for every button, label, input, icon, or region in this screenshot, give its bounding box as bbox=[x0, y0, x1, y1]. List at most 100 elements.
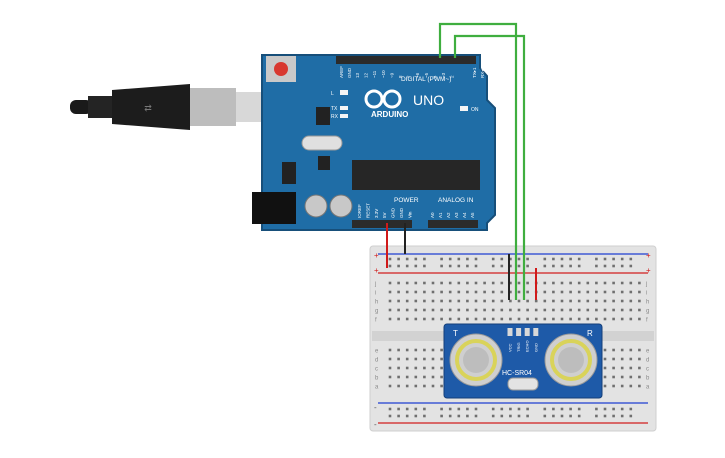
terminal-hole bbox=[414, 317, 418, 321]
rail-hole bbox=[620, 257, 624, 261]
digital-pin-label: ~3 bbox=[441, 72, 446, 78]
terminal-hole bbox=[457, 308, 461, 312]
terminal-hole bbox=[620, 375, 624, 379]
terminal-hole bbox=[620, 357, 624, 361]
rail-hole bbox=[509, 257, 512, 261]
terminal-hole bbox=[517, 317, 521, 321]
terminal-hole bbox=[517, 290, 521, 294]
analog-pin-label: A4 bbox=[462, 212, 467, 218]
terminal-hole bbox=[620, 348, 624, 352]
terminal-hole bbox=[612, 290, 615, 294]
terminal-hole bbox=[440, 375, 443, 379]
sensor-pin bbox=[516, 328, 522, 336]
rail-hole bbox=[595, 407, 598, 411]
terminal-hole bbox=[474, 299, 478, 303]
terminal-hole bbox=[509, 317, 512, 321]
brand-label: ARDUINO bbox=[371, 110, 408, 119]
rail-hole bbox=[423, 407, 426, 411]
terminal-hole bbox=[595, 290, 598, 294]
rail-hole bbox=[440, 257, 443, 261]
terminal-hole bbox=[500, 317, 504, 321]
terminal-hole bbox=[414, 348, 418, 352]
rail-hole bbox=[440, 414, 443, 418]
rail-hole bbox=[560, 407, 564, 411]
terminal-hole bbox=[509, 308, 512, 312]
rail-hole bbox=[457, 264, 461, 268]
rail-hole bbox=[388, 264, 392, 268]
terminal-hole bbox=[526, 281, 529, 285]
terminal-hole bbox=[423, 366, 426, 370]
terminal-hole bbox=[552, 290, 555, 294]
terminal-hole bbox=[612, 281, 615, 285]
terminal-hole bbox=[483, 308, 486, 312]
terminal-hole bbox=[620, 290, 624, 294]
atmega-chip bbox=[352, 160, 480, 190]
rail-hole bbox=[595, 257, 598, 261]
terminal-hole bbox=[526, 308, 529, 312]
terminal-hole bbox=[629, 290, 633, 294]
digital-header-label: DIGITAL (PWM~) bbox=[401, 76, 451, 83]
terminal-hole bbox=[603, 299, 607, 303]
crystal bbox=[507, 377, 539, 391]
rail-minus-bottom-2: - bbox=[374, 420, 377, 429]
terminal-hole bbox=[603, 348, 607, 352]
terminal-hole bbox=[552, 317, 555, 321]
terminal-hole bbox=[414, 299, 418, 303]
terminal-hole bbox=[500, 290, 504, 294]
terminal-hole bbox=[423, 384, 426, 388]
terminal-hole bbox=[491, 299, 495, 303]
digital-header bbox=[336, 56, 476, 64]
sensor-pin-label: VCC bbox=[508, 343, 513, 352]
row-letter-right: c bbox=[646, 367, 649, 373]
terminal-hole bbox=[586, 299, 590, 303]
transmitter-ring bbox=[455, 339, 497, 381]
analog-pin-label: A1 bbox=[438, 212, 443, 218]
terminal-hole bbox=[440, 281, 443, 285]
digital-pin-label: 2 bbox=[450, 75, 455, 78]
rail-hole bbox=[474, 414, 478, 418]
terminal-hole bbox=[388, 375, 392, 379]
reset-button[interactable] bbox=[274, 62, 288, 76]
row-letter-left: g bbox=[375, 309, 378, 315]
analog-pin-label: A3 bbox=[454, 212, 459, 218]
power-pin-label: 3.3V bbox=[374, 209, 379, 218]
rail-hole bbox=[552, 414, 555, 418]
terminal-hole bbox=[577, 317, 581, 321]
rail-hole bbox=[405, 257, 409, 261]
sensor-pin bbox=[533, 328, 539, 336]
analog-pin-label: A0 bbox=[430, 212, 435, 218]
led-l-label: L bbox=[331, 91, 334, 97]
terminal-hole bbox=[552, 281, 555, 285]
rail-hole bbox=[560, 414, 564, 418]
rail-hole bbox=[552, 407, 555, 411]
terminal-hole bbox=[466, 308, 469, 312]
power-pin-label: RESET bbox=[365, 203, 370, 218]
terminal-hole bbox=[440, 384, 443, 388]
digital-pin-label: 4 bbox=[432, 75, 437, 78]
terminal-hole bbox=[586, 281, 590, 285]
terminal-hole bbox=[431, 290, 435, 294]
rail-hole bbox=[457, 257, 461, 261]
model-label: UNO bbox=[413, 92, 444, 108]
rail-hole bbox=[603, 414, 607, 418]
rail-hole bbox=[500, 414, 504, 418]
rail-hole bbox=[526, 407, 529, 411]
terminal-hole bbox=[577, 299, 581, 303]
sensor-side-r: R bbox=[587, 329, 593, 338]
terminal-hole bbox=[405, 317, 409, 321]
terminal-hole bbox=[448, 308, 452, 312]
terminal-hole bbox=[629, 348, 633, 352]
rail-hole bbox=[388, 414, 392, 418]
terminal-hole bbox=[405, 357, 409, 361]
led-rx-label: RX bbox=[331, 114, 339, 120]
terminal-hole bbox=[629, 317, 633, 321]
terminal-hole bbox=[638, 375, 641, 379]
terminal-hole bbox=[388, 290, 392, 294]
terminal-hole bbox=[543, 290, 547, 294]
analog-header-label: ANALOG IN bbox=[438, 197, 474, 204]
power-pin-label: Vin bbox=[407, 211, 412, 218]
rail-hole bbox=[526, 264, 529, 268]
rail-hole bbox=[577, 414, 581, 418]
